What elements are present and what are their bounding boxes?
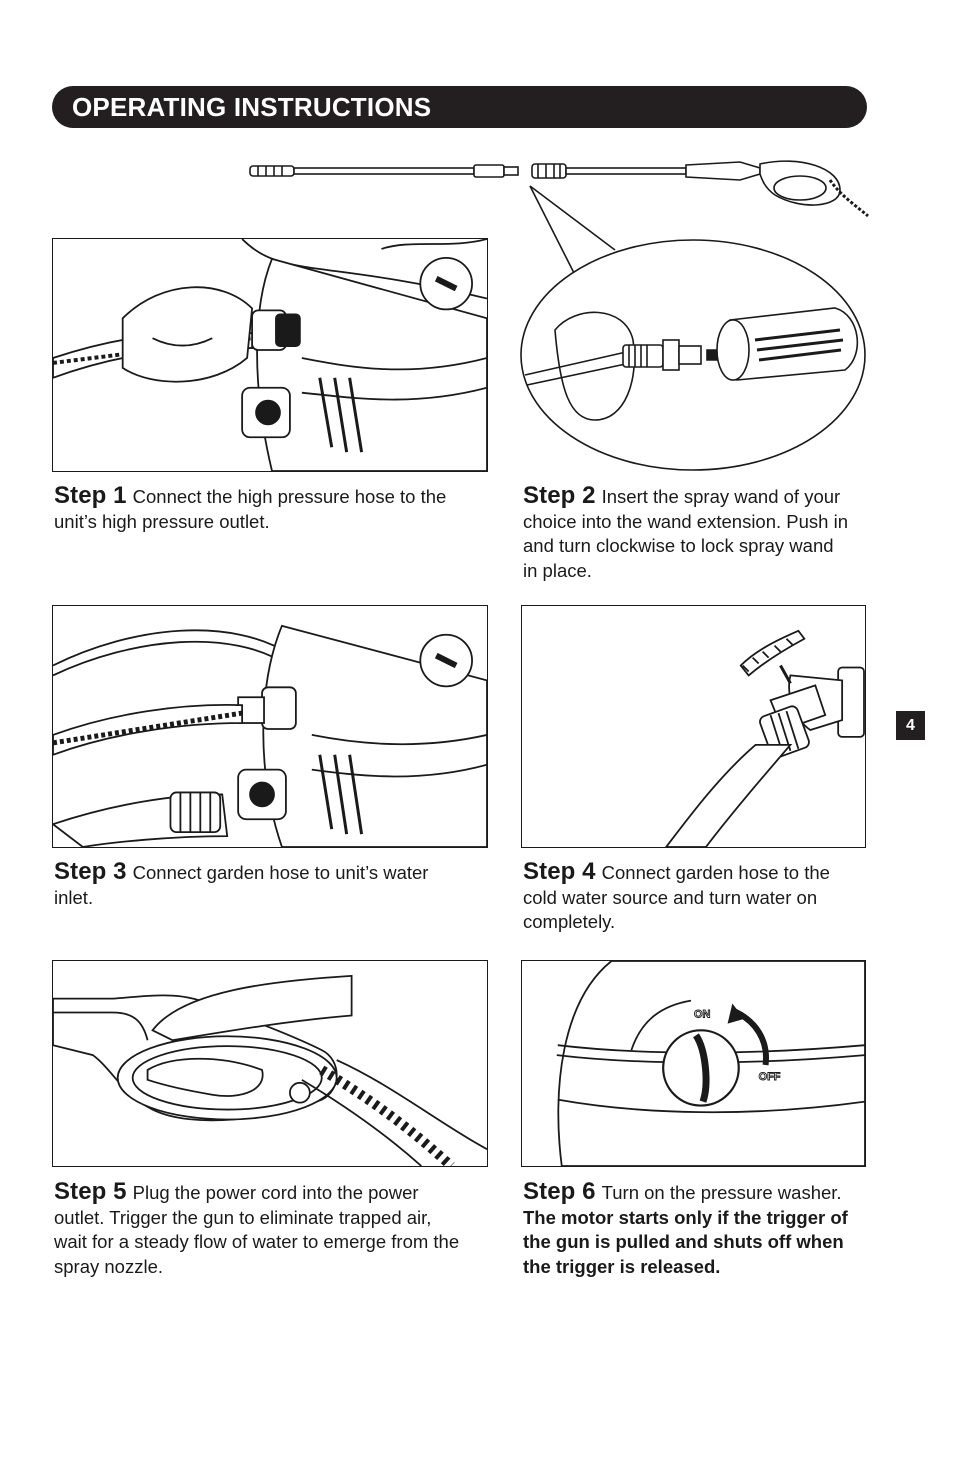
step-1-label: Step 1 bbox=[54, 482, 127, 509]
step-1-illustration bbox=[52, 238, 488, 472]
step-6-description: Turn on the pressure washer. bbox=[601, 1182, 842, 1203]
step-3-label: Step 3 bbox=[54, 858, 127, 885]
step-4-illustration bbox=[521, 605, 866, 848]
step-6-warning: The motor starts only if the trigger of … bbox=[523, 1206, 848, 1277]
page-number-tab: 4 bbox=[896, 711, 925, 740]
step-2-label: Step 2 bbox=[523, 482, 596, 509]
step-3-description: Connect garden hose to unit’s water inle… bbox=[54, 862, 429, 908]
step-5-label: Step 5 bbox=[54, 1178, 127, 1205]
step-6-illustration: ON OFF bbox=[521, 960, 866, 1167]
dial-on-label: ON bbox=[694, 1008, 711, 1020]
step-6-label: Step 6 bbox=[523, 1178, 596, 1205]
dial-off-label: OFF bbox=[759, 1071, 781, 1083]
spray-wand-and-gun-illustration bbox=[249, 160, 869, 218]
step-5-illustration bbox=[52, 960, 488, 1167]
step-3-illustration bbox=[52, 605, 488, 848]
section-banner: OPERATING INSTRUCTIONS bbox=[52, 86, 867, 128]
wand-connection-callout-illustration bbox=[520, 185, 866, 471]
step-4-label: Step 4 bbox=[523, 858, 596, 885]
step-1-description: Connect the high pressure hose to the un… bbox=[54, 486, 447, 532]
step-2-description: Insert the spray wand of your choice int… bbox=[523, 486, 848, 581]
step-4-description: Connect garden hose to the cold water so… bbox=[523, 862, 830, 932]
step-5-description: Plug the power cord into the power outle… bbox=[54, 1182, 460, 1277]
page-title: OPERATING INSTRUCTIONS bbox=[72, 91, 432, 122]
